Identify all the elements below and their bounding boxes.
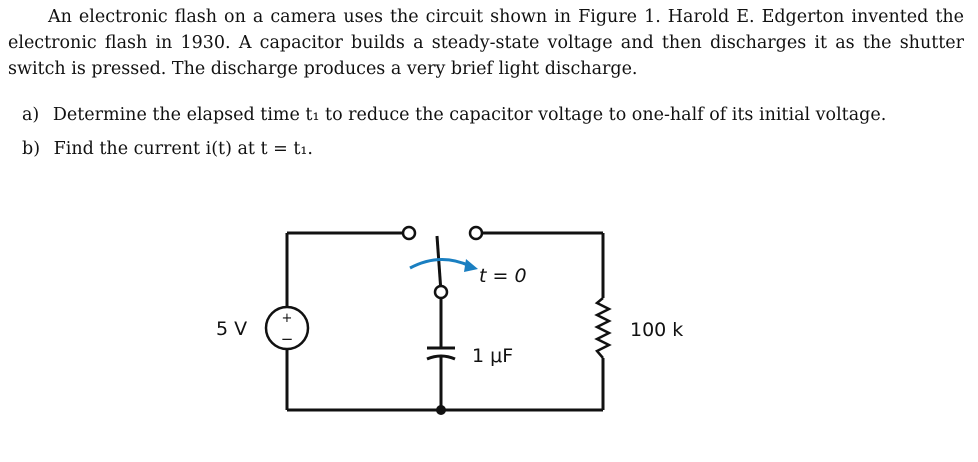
source-plus-sign: + [282,311,293,326]
problem-paragraph: An electronic flash on a camera uses the… [8,7,964,79]
part-a: a) Determine the elapsed time t₁ to redu… [22,100,886,134]
part-a-label: a) [22,105,40,125]
switch-label: t = 0 [479,265,527,287]
problem-statement: An electronic flash on a camera uses the… [8,4,964,82]
part-a-text: Determine the elapsed time t₁ to reduce … [52,105,887,125]
capacitor-plate-bottom [426,354,456,361]
voltage-source [264,305,310,351]
capacitor-label: 1 μF [472,345,513,367]
resistor-label: 100 k [630,319,683,341]
source-minus-sign: − [281,330,294,348]
switch-terminal-left [401,225,417,241]
switch-arrow-head [464,259,478,272]
part-b-label: b) [22,139,41,159]
source-label: 5 V [216,318,247,340]
switch-terminal-right [468,225,484,241]
part-b: b) Find the current i(t) at t = t₁. [22,134,886,168]
junction-dot [436,405,446,415]
switch-arrow [409,257,471,270]
switch-blade [435,235,443,293]
part-b-text: Find the current i(t) at t = t₁. [53,139,313,159]
problem-parts: a) Determine the elapsed time t₁ to redu… [22,100,886,168]
resistor-zigzag [594,297,612,359]
switch-pivot [433,284,449,300]
